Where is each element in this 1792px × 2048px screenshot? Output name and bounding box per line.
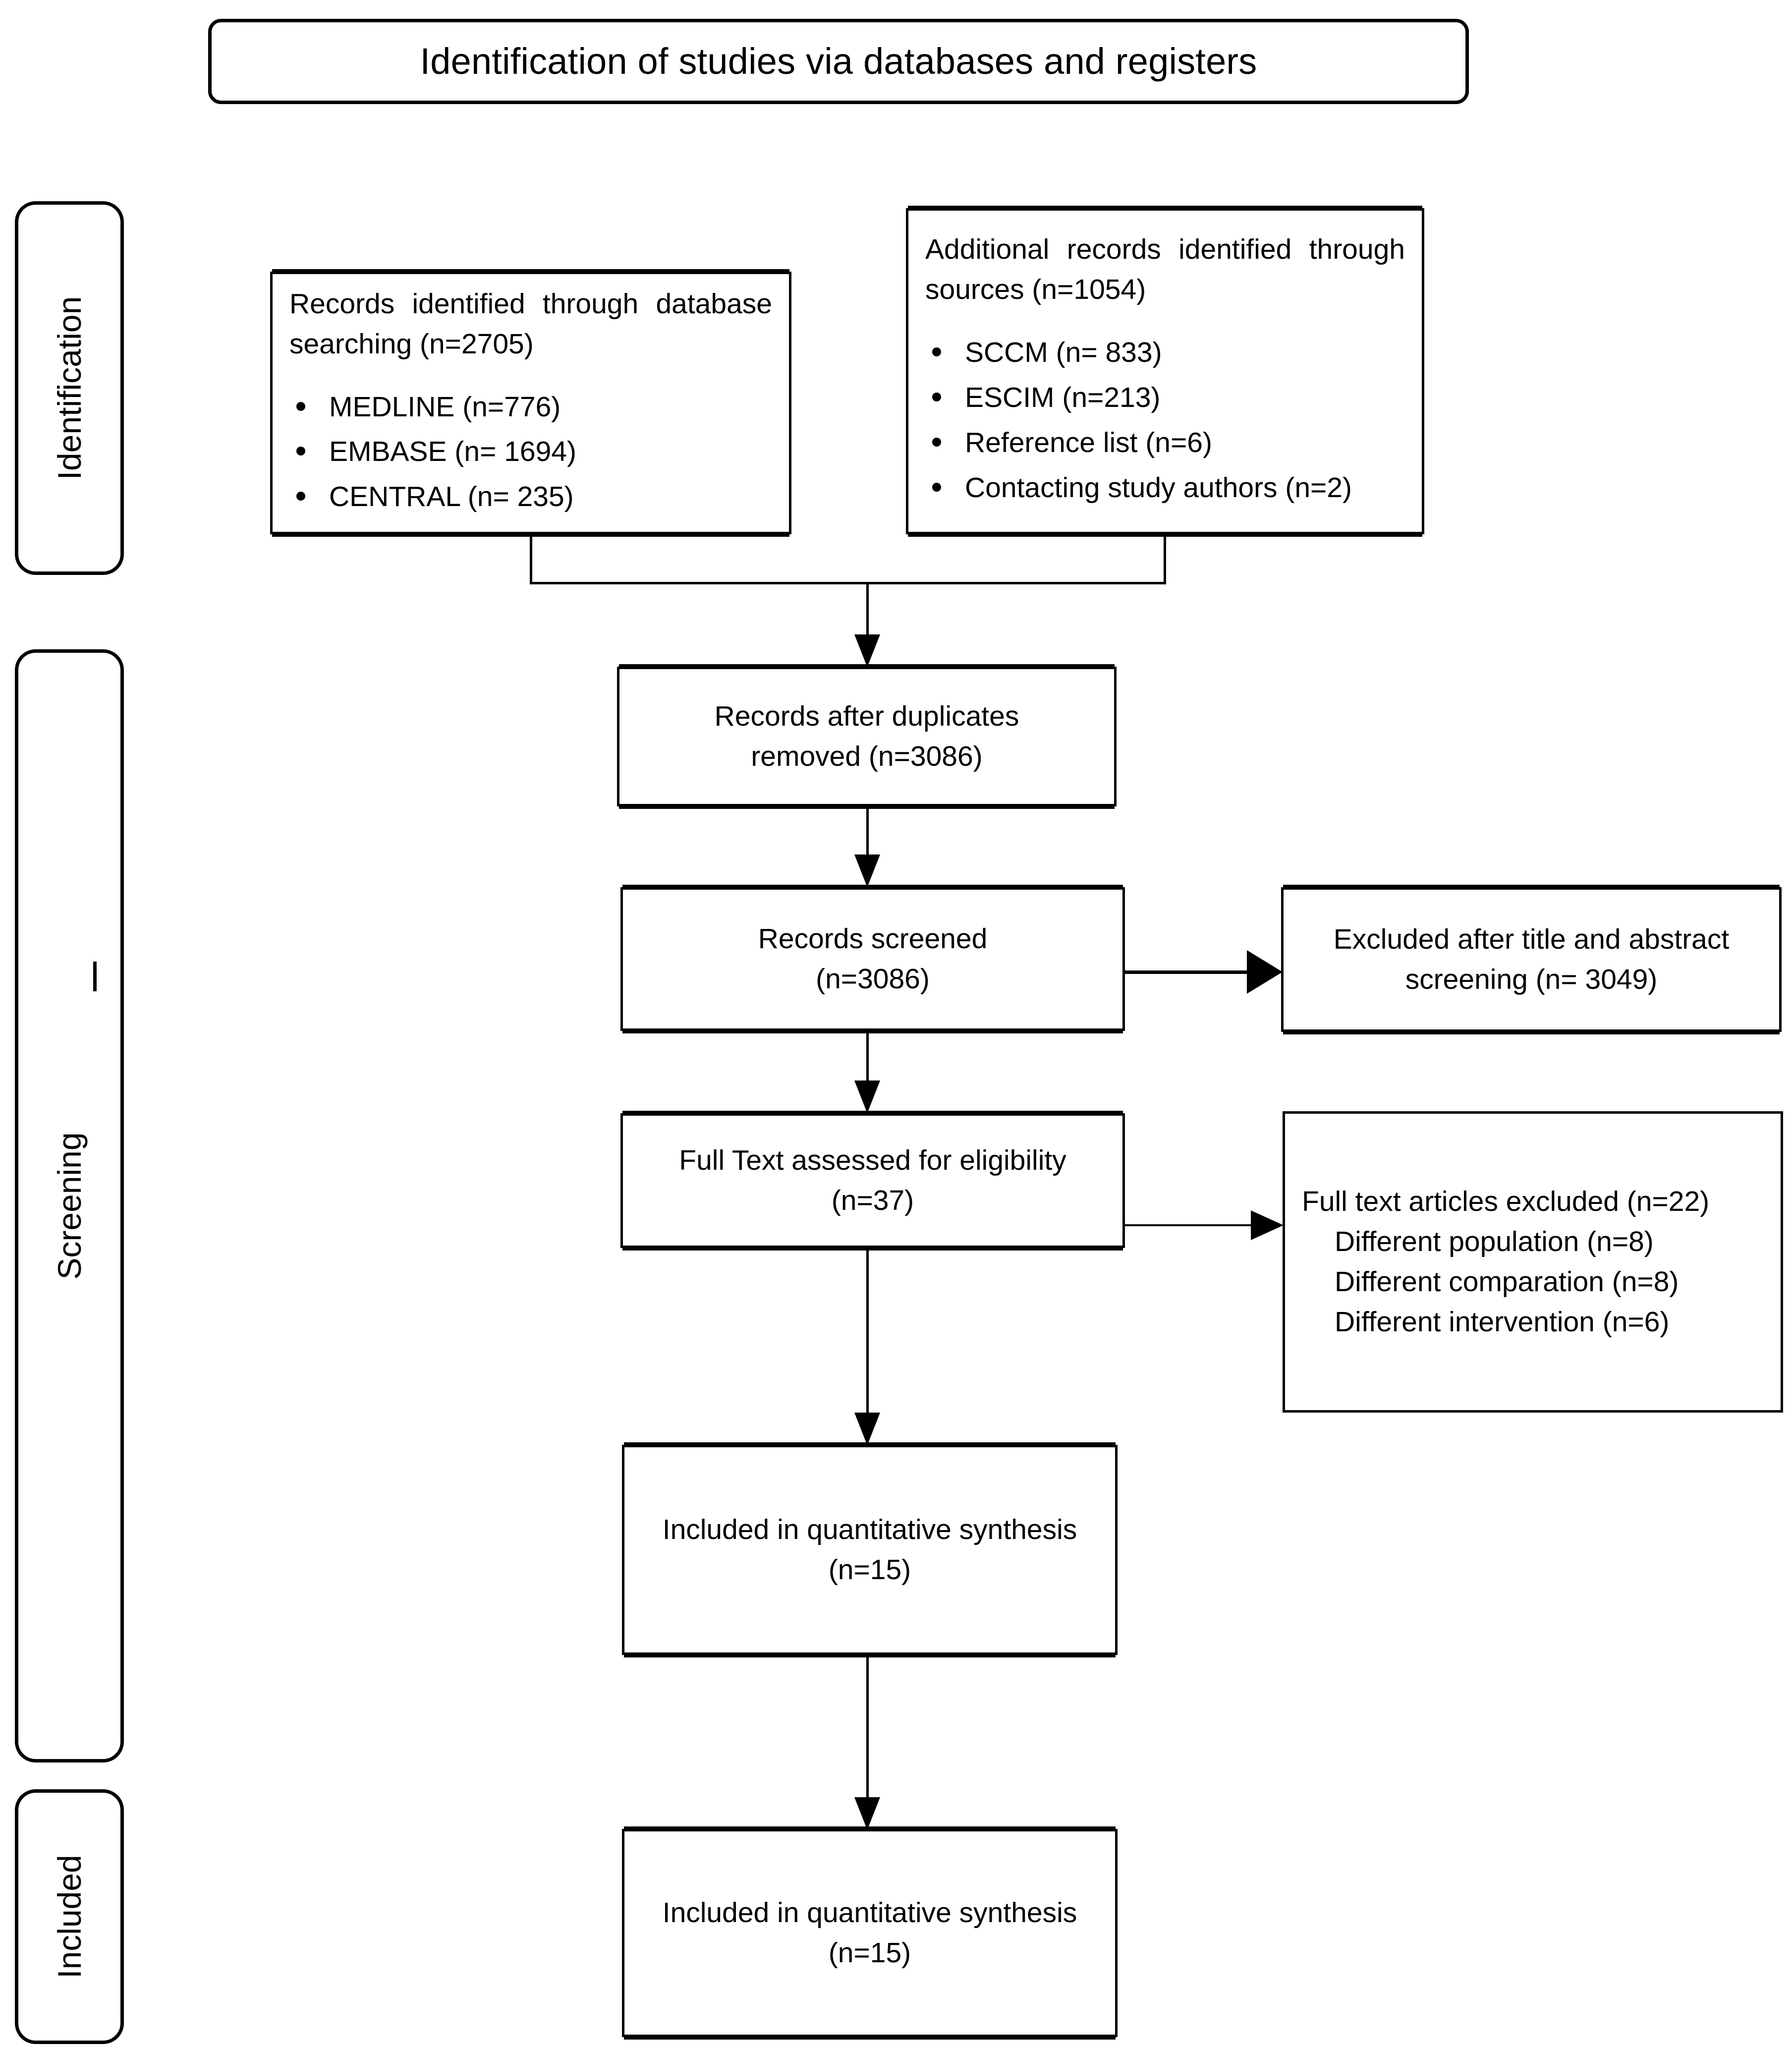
box-records-screened: Records screened (n=3086)	[620, 887, 1125, 1031]
stage-label-screening: Screening	[15, 649, 124, 1763]
arrow-screened-to-excluded-icon	[1247, 950, 1283, 994]
connector-screened-to-fulltext	[866, 1031, 869, 1084]
box-included-quantitative-synthesis-1-line2: (n=15)	[828, 1554, 911, 1586]
box-fulltext-assessed: Full Text assessed for eligibility (n=37…	[620, 1113, 1125, 1248]
stage-label-included: Included	[15, 1789, 124, 2044]
box-records-after-duplicates-line1: Records after duplicates	[714, 700, 1019, 733]
connector-fulltext-to-included1	[866, 1248, 869, 1417]
connector-screened-to-excluded	[1125, 970, 1256, 974]
box-records-after-duplicates: Records after duplicates removed (n=3086…	[617, 667, 1117, 806]
connector-dedup-to-screened	[866, 806, 869, 860]
box-records-screened-line1: Records screened	[758, 923, 988, 955]
exclusion-total: Full text articles excluded (n=22)	[1302, 1186, 1710, 1218]
arrow-fulltext-to-included1-icon	[854, 1413, 880, 1445]
page-title: Identification of studies via databases …	[420, 41, 1257, 82]
box-records-identified-database: Records identified through database sear…	[270, 272, 791, 534]
connector-included1-to-included2	[866, 1655, 869, 1804]
stage-label-screening-text: Screening	[51, 1132, 88, 1280]
exclusion-reason-comparation: Different comparation (n=8)	[1335, 1266, 1679, 1298]
connector-db-search-down	[530, 534, 532, 584]
box-records-identified-database-heading: Records identified through database sear…	[289, 287, 772, 360]
box-fulltext-excluded-reasons: Full text articles excluded (n=22) Diffe…	[1283, 1111, 1783, 1413]
box-fulltext-assessed-line2: (n=37)	[831, 1185, 914, 1216]
diagram-title-banner: Identification of studies via databases …	[208, 19, 1469, 104]
box-records-identified-database-list: MEDLINE (n=776) EMBASE (n= 1694) CENTRAL…	[273, 387, 789, 522]
box-included-quantitative-synthesis-2-line2: (n=15)	[828, 1937, 911, 1969]
box-included-quantitative-synthesis-1: Included in quantitative synthesis (n=15…	[622, 1445, 1118, 1655]
connector-merge-to-dedup	[866, 582, 869, 640]
box-fulltext-assessed-line1: Full Text assessed for eligibility	[679, 1144, 1066, 1177]
arrow-merge-to-dedup-icon	[854, 634, 880, 667]
box-included-quantitative-synthesis-1-line1: Included in quantitative synthesis	[662, 1514, 1077, 1546]
box-included-quantitative-synthesis-2-line1: Included in quantitative synthesis	[662, 1897, 1077, 1929]
stage-label-identification: Identification	[15, 201, 124, 575]
list-item: Contacting study authors (n=2)	[928, 468, 1422, 508]
box-fulltext-excluded-reasons-text: Full text articles excluded (n=22) Diffe…	[1285, 1182, 1781, 1342]
exclusion-reason-intervention: Different intervention (n=6)	[1335, 1306, 1670, 1338]
box-additional-records: Additional records identified through so…	[906, 208, 1424, 534]
arrow-dedup-to-screened-icon	[854, 854, 880, 887]
list-item: MEDLINE (n=776)	[292, 387, 789, 427]
box-included-quantitative-synthesis-2: Included in quantitative synthesis (n=15…	[622, 1829, 1118, 2037]
connector-merge-horizontal	[530, 582, 1166, 584]
connector-additional-down	[1164, 534, 1166, 584]
box-records-after-duplicates-line2: removed (n=3086)	[751, 740, 983, 772]
list-item: EMBASE (n= 1694)	[292, 432, 789, 472]
box-excluded-title-abstract: Excluded after title and abstract screen…	[1281, 887, 1782, 1032]
list-item: Reference list (n=6)	[928, 423, 1422, 463]
arrow-screened-to-fulltext-icon	[854, 1081, 880, 1113]
list-item: CENTRAL (n= 235)	[292, 477, 789, 517]
list-item: ESCIM (n=213)	[928, 378, 1422, 418]
connector-fulltext-to-excluded	[1125, 1224, 1258, 1226]
box-additional-records-heading: Additional records identified through so…	[925, 233, 1405, 306]
list-item: SCCM (n= 833)	[928, 333, 1422, 373]
stage-label-included-text: Included	[51, 1855, 88, 1979]
arrow-included1-to-included2-icon	[854, 1797, 880, 1830]
screening-tick-mark	[93, 962, 97, 991]
box-additional-records-list: SCCM (n= 833) ESCIM (n=213) Reference li…	[908, 333, 1422, 513]
stage-label-identification-text: Identification	[51, 296, 88, 480]
box-excluded-title-abstract-line2: screening (n= 3049)	[1405, 964, 1658, 995]
arrow-fulltext-to-excluded-icon	[1251, 1210, 1284, 1240]
exclusion-reason-population: Different population (n=8)	[1335, 1226, 1654, 1258]
box-records-screened-line2: (n=3086)	[816, 963, 930, 995]
box-excluded-title-abstract-line1: Excluded after title and abstract	[1333, 923, 1730, 956]
